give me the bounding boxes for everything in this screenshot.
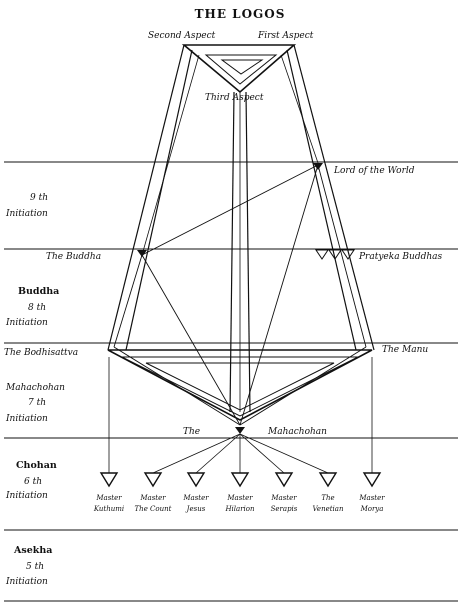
- master-name: Serapis: [271, 505, 298, 513]
- level-7-ordinal: 7 th: [28, 398, 46, 408]
- master-triangle-icon: [274, 472, 294, 488]
- master-name: Venetian: [313, 505, 344, 513]
- master-fan-lines: [108, 357, 373, 474]
- first-aspect-label: First Aspect: [257, 31, 314, 41]
- mahachohan-label: Mahachohan: [267, 427, 327, 437]
- buddha-marker: [137, 250, 147, 257]
- level-8-initiation: Initiation: [5, 318, 48, 328]
- level-labels: 9 th Initiation Buddha 8 th Initiation M…: [5, 193, 65, 587]
- master-fan-line: [152, 433, 241, 474]
- master-name: The Count: [135, 505, 172, 513]
- master-name: Morya: [360, 505, 384, 513]
- master-triangle-icon: [99, 472, 119, 488]
- level-9-ordinal: 9 th: [30, 193, 48, 203]
- master-triangle-icon: [362, 472, 382, 488]
- logos-triangle: [181, 44, 297, 94]
- master-fan-line: [195, 433, 241, 474]
- level-7-name: Mahachohan: [5, 383, 65, 393]
- lower-triangle: [107, 349, 373, 421]
- master-name: Hilarion: [224, 505, 255, 513]
- level-6-initiation: Initiation: [5, 491, 48, 501]
- third-aspect-label: Third Aspect: [205, 93, 264, 103]
- master-title: Master: [139, 494, 166, 502]
- level-5-name: Asekha: [13, 545, 52, 556]
- level-6-ordinal: 6 th: [24, 477, 42, 487]
- level-5-initiation: Initiation: [5, 577, 48, 587]
- master-triangle-icon: [143, 472, 163, 488]
- level-dividers: [4, 161, 458, 602]
- level-6-name: Chohan: [16, 460, 57, 471]
- master-triangle-icon: [230, 472, 250, 488]
- level-9-initiation: Initiation: [5, 209, 48, 219]
- master-name: Kuthumi: [93, 505, 124, 513]
- master-triangle-icon: [318, 472, 338, 488]
- master-fan-line: [239, 433, 329, 474]
- master-name: Jesus: [185, 505, 206, 513]
- level-7-initiation: Initiation: [5, 414, 48, 424]
- second-aspect-label: Second Aspect: [148, 31, 216, 41]
- mahachohan-the-label: The: [183, 427, 200, 437]
- level-8-name: Buddha: [18, 286, 59, 297]
- pillar-inner-lines: [141, 54, 319, 412]
- pratyeka-buddhas-label: Pratyeka Buddhas: [358, 252, 443, 262]
- master-title: The: [321, 494, 334, 502]
- buddha-label: The Buddha: [46, 252, 101, 262]
- master-title: Master: [358, 494, 385, 502]
- mahachohan-marker: [235, 427, 245, 434]
- master-fan-line: [239, 433, 285, 474]
- master-title: Master: [182, 494, 209, 502]
- master-title: Master: [95, 494, 122, 502]
- pillars: [107, 44, 375, 413]
- pratyeka-buddhas-marks: [315, 249, 355, 260]
- bodhisattva-label: The Bodhisattva: [4, 348, 78, 358]
- manu-label: The Manu: [382, 345, 428, 355]
- level-8-ordinal: 8 th: [28, 303, 46, 313]
- node-markers: [137, 163, 323, 434]
- master-title: Master: [270, 494, 297, 502]
- lord-of-world-label: Lord of the World: [333, 166, 415, 176]
- master-triangle-icon: [186, 472, 206, 488]
- master-title: Master: [226, 494, 253, 502]
- lord-of-world-marker: [313, 163, 323, 170]
- level-5-ordinal: 5 th: [26, 562, 44, 572]
- diagram-title: THE LOGOS: [195, 7, 286, 21]
